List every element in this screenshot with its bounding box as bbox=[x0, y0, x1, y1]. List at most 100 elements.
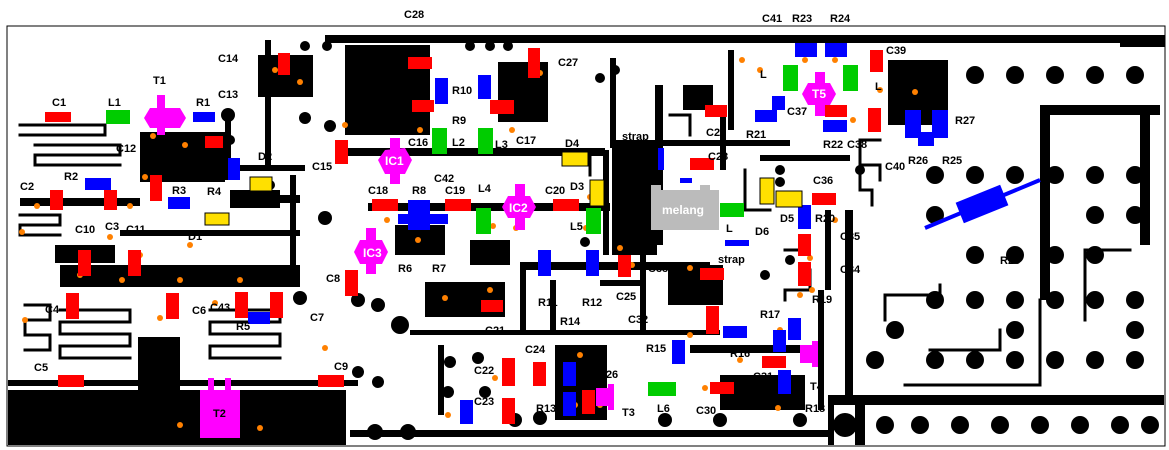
label-C8: C8 bbox=[326, 273, 340, 285]
resistor-R1 bbox=[193, 112, 215, 122]
capacitor-C13 bbox=[205, 136, 223, 148]
label-C43: C43 bbox=[210, 302, 230, 314]
diode-D3 bbox=[589, 179, 605, 207]
capacitor-C19 bbox=[445, 199, 471, 211]
inductor-L4 bbox=[476, 208, 491, 234]
label-R22: R22 bbox=[823, 139, 843, 151]
label-C38: C38 bbox=[847, 139, 867, 151]
label-C16: C16 bbox=[408, 137, 428, 149]
resistor-R19 bbox=[788, 318, 801, 340]
capacitors bbox=[45, 48, 883, 424]
label-C20: C20 bbox=[545, 185, 565, 197]
capacitor-C38 bbox=[825, 105, 847, 117]
label-R8: R8 bbox=[412, 185, 426, 197]
label-C28a: C28 bbox=[404, 9, 424, 21]
resistor-R24 bbox=[825, 43, 847, 57]
resistor-R23 bbox=[795, 43, 817, 57]
label-D3: D3 bbox=[570, 181, 584, 193]
capacitor-C40 bbox=[868, 108, 881, 132]
label-R14: R14 bbox=[560, 316, 581, 328]
resistor-R21 bbox=[755, 110, 777, 122]
melang-block bbox=[651, 190, 719, 230]
resistor-R28-leads bbox=[924, 178, 1041, 230]
label-C41: C41 bbox=[762, 13, 782, 25]
label-R4: R4 bbox=[207, 186, 222, 198]
inductor-L6 bbox=[648, 382, 676, 396]
inductor-L-c bbox=[720, 203, 744, 217]
label-IC1: IC1 bbox=[385, 154, 404, 168]
label-D2: D2 bbox=[258, 151, 272, 163]
label-IC2: IC2 bbox=[509, 201, 528, 215]
label-C6: C6 bbox=[192, 305, 206, 317]
label-T4: T4 bbox=[810, 381, 824, 393]
label-L1: L1 bbox=[108, 97, 121, 109]
label-R13: R13 bbox=[536, 403, 556, 415]
label-strap1: strap bbox=[622, 131, 649, 143]
capacitor-C32 bbox=[706, 306, 719, 334]
resistors bbox=[85, 43, 1041, 424]
label-C13: C13 bbox=[218, 89, 238, 101]
label-R27: R27 bbox=[955, 115, 975, 127]
label-C30: C30 bbox=[696, 405, 716, 417]
resistor-R5 bbox=[248, 312, 270, 324]
resistor-R12 bbox=[586, 250, 599, 276]
label-C11: C11 bbox=[126, 224, 146, 236]
label-strap2: strap bbox=[718, 254, 745, 266]
resistor-R26 bbox=[905, 110, 921, 138]
label-C1: C1 bbox=[52, 97, 66, 109]
label-R5: R5 bbox=[236, 321, 250, 333]
capacitor-C22 bbox=[502, 358, 515, 386]
labels: C1 L1 T1 R1 C13 C12 C14 C28 C27 R10 R9 C… bbox=[20, 9, 1020, 420]
resistor-R2 bbox=[85, 178, 111, 190]
resistor-R16 bbox=[723, 326, 747, 338]
label-C23: C23 bbox=[474, 396, 494, 408]
capacitor-C8 bbox=[345, 270, 358, 296]
capacitor-C31 bbox=[762, 356, 786, 368]
copper-layer bbox=[8, 35, 1165, 445]
label-L8: L bbox=[726, 223, 733, 235]
capacitor-C2b bbox=[104, 190, 117, 210]
label-L5: L5 bbox=[570, 221, 583, 233]
resistor-R4 bbox=[228, 158, 240, 180]
resistor-R25 bbox=[932, 110, 948, 138]
capacitor-C9 bbox=[318, 375, 344, 387]
label-R25: R25 bbox=[942, 155, 962, 167]
resistor-R15 bbox=[672, 340, 685, 364]
ic-packages bbox=[144, 72, 836, 438]
diode-D4 bbox=[561, 151, 589, 167]
label-R28: R28 bbox=[1000, 255, 1020, 267]
label-T2: T2 bbox=[213, 408, 226, 420]
resistor-R8b bbox=[398, 214, 448, 224]
label-T3: T3 bbox=[622, 407, 635, 419]
capacitor-C21 bbox=[481, 300, 503, 312]
diode-D6 bbox=[759, 177, 775, 205]
label-D6: D6 bbox=[755, 226, 769, 238]
capacitor-C43 bbox=[235, 292, 248, 318]
resistor-R9b bbox=[478, 75, 491, 99]
capacitor-C7 bbox=[270, 292, 283, 318]
label-C37: C37 bbox=[787, 106, 807, 118]
inductor-L-b bbox=[843, 65, 858, 91]
label-R11: R11 bbox=[538, 297, 558, 309]
label-L7: L bbox=[875, 81, 882, 93]
label-R12: R12 bbox=[582, 297, 602, 309]
label-C25: C25 bbox=[616, 291, 636, 303]
capacitor-C33 bbox=[700, 268, 724, 280]
inductor-L2 bbox=[432, 128, 447, 154]
label-L4: L4 bbox=[478, 183, 492, 195]
label-C15: C15 bbox=[312, 161, 332, 173]
label-L6: L6 bbox=[657, 403, 670, 415]
transistor-T2 bbox=[200, 390, 240, 438]
capacitor-C17 bbox=[490, 100, 514, 114]
capacitor-C11 bbox=[128, 250, 141, 276]
resistor-R3 bbox=[168, 197, 190, 209]
capacitor-C23 bbox=[502, 398, 515, 424]
label-R6: R6 bbox=[398, 263, 412, 275]
label-R21: R21 bbox=[746, 129, 766, 141]
label-C9: C9 bbox=[334, 361, 348, 373]
capacitor-C39 bbox=[870, 50, 883, 72]
label-C32: C32 bbox=[628, 314, 648, 326]
inductor-L-a bbox=[783, 65, 798, 91]
label-R24: R24 bbox=[830, 13, 851, 25]
